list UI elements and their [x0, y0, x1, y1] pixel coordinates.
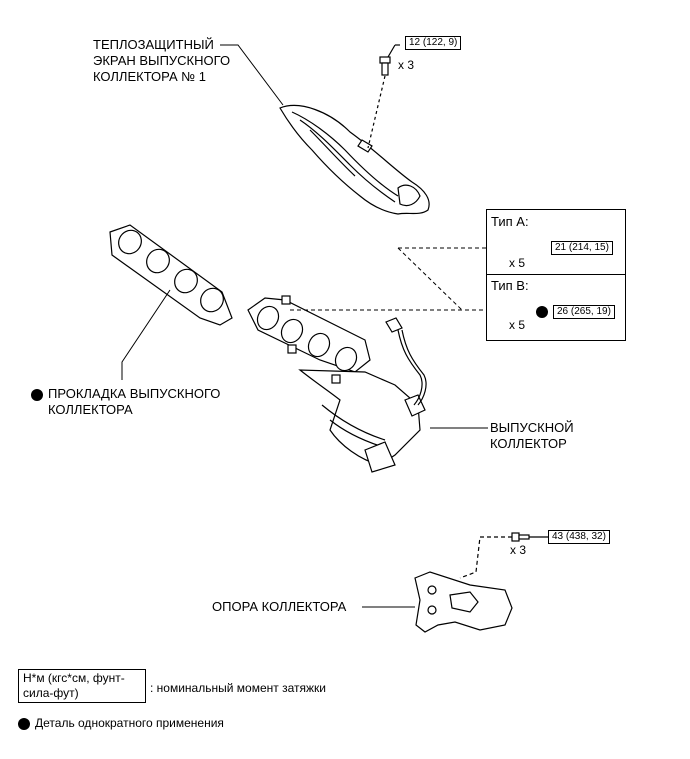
- heat-shield-bolt-drawing: [367, 44, 400, 149]
- type-box: Тип А: Тип В:: [486, 209, 626, 341]
- single-use-dot-gasket: [31, 389, 43, 401]
- type-a-nut-qty: x 5: [509, 256, 526, 270]
- support-bolt-drawing: [459, 532, 548, 579]
- gasket-leader: [121, 289, 171, 380]
- heat-shield-leader: [220, 44, 284, 106]
- heat-shield-label: ТЕПЛОЗАЩИТНЫЙ ЭКРАН ВЫПУСКНОГО КОЛЛЕКТОР…: [93, 37, 231, 84]
- legend-single-use-text: Деталь однократного применения: [35, 716, 224, 730]
- support-label: ОПОРА КОЛЛЕКТОРА: [212, 599, 347, 614]
- legend-torque-desc: : номинальный момент затяжки: [150, 681, 326, 695]
- type-b-nut-torque: 26 (265, 19): [553, 305, 615, 319]
- type-b-nut-qty: x 5: [509, 318, 526, 332]
- support-bolt-torque: 43 (438, 32): [548, 530, 610, 544]
- heat-shield-bolt-qty: x 3: [398, 58, 415, 72]
- gasket-drawing: [109, 224, 233, 326]
- manifold-label: ВЫПУСКНОЙ КОЛЛЕКТОР: [490, 420, 574, 451]
- heat-shield-bolt-torque: 12 (122, 9): [405, 36, 462, 50]
- gasket-label: ПРОКЛАДКА ВЫПУСКНОГО КОЛЛЕКТОРА: [48, 386, 221, 417]
- single-use-dot-type-b: [536, 306, 548, 318]
- type-box-leaders: [290, 247, 506, 311]
- type-a-nut-torque: 21 (214, 15): [551, 241, 613, 255]
- manifold-drawing: [247, 295, 427, 473]
- heat-shield-drawing: [279, 104, 430, 215]
- legend-torque-box: Н*м (кгс*см, фунт- сила-фут): [18, 669, 146, 703]
- support-bolt-qty: x 3: [510, 543, 527, 557]
- support-drawing: [414, 571, 513, 633]
- type-box-divider: [487, 274, 625, 275]
- type-b-label: Тип В:: [491, 278, 529, 293]
- legend-single-use-dot: [18, 718, 30, 730]
- type-a-label: Тип А:: [491, 214, 529, 229]
